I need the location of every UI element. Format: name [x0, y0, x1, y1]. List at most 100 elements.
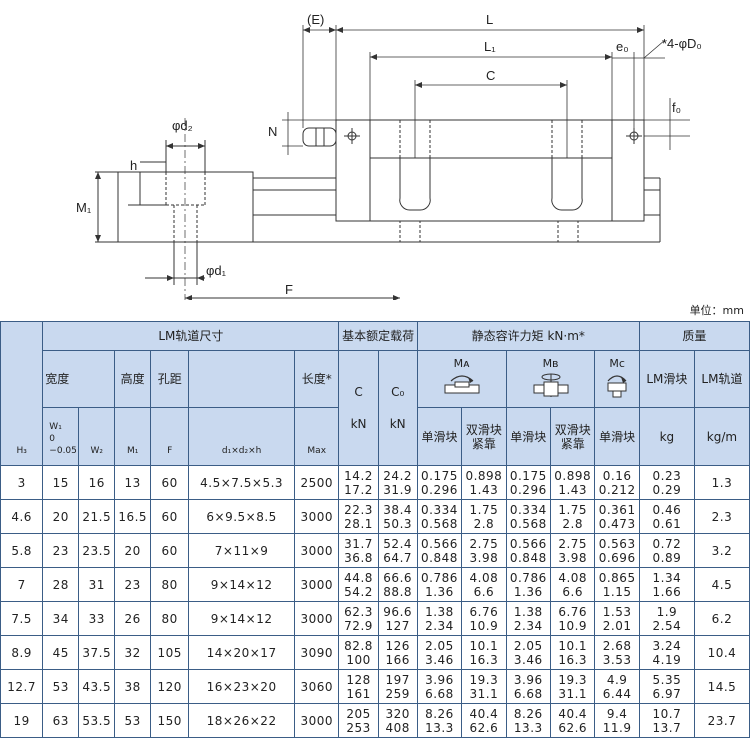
- sub-MA-single: 单滑块: [416, 407, 463, 466]
- cell-mc-line: 2.68: [602, 638, 632, 653]
- cell-w1: 45: [42, 635, 80, 670]
- cell-dims: 9×14×12: [188, 601, 295, 636]
- cell-c0-line: 197: [385, 672, 410, 687]
- header-moment-group: 静态容许力矩 kN·m*: [416, 321, 640, 351]
- cell-rail: 10.4: [693, 635, 750, 670]
- cell-ma2-line: 1.43: [469, 482, 499, 497]
- cell-rail: 6.2: [693, 601, 750, 636]
- label-D0: *4-φD₀: [662, 36, 702, 51]
- unit-F: F: [150, 407, 190, 466]
- cell-f: 60: [150, 465, 190, 500]
- header-C0-label: C₀: [391, 385, 405, 399]
- cell-c0-line: 31.9: [383, 482, 413, 497]
- cell-mc-line: 3.53: [602, 652, 632, 667]
- sub-MA-double-line2: 紧靠: [471, 436, 496, 451]
- cell-m1: 32: [114, 635, 152, 670]
- cell-dims: 7×11×9: [188, 533, 295, 568]
- label-e0: e₀: [616, 39, 629, 54]
- cell-dims: 14×20×17: [188, 635, 295, 670]
- cell-mb1-line: 0.568: [509, 516, 547, 531]
- label-L1: L₁: [484, 39, 496, 54]
- cell-ma2-line: 0.898: [465, 468, 503, 483]
- cell-c-line: 128: [346, 672, 371, 687]
- cell-w2: 16: [78, 465, 116, 500]
- cell-c0-line: 66.6: [383, 570, 413, 585]
- cell-h3: 7.5: [0, 601, 44, 636]
- cell-block-line: 1.34: [652, 570, 682, 585]
- cell-c0-line: 88.8: [383, 584, 413, 599]
- cell-ma2-line: 6.76: [469, 604, 499, 619]
- cell-mb2-line: 31.1: [558, 686, 588, 701]
- cell-block-line: 0.72: [652, 536, 682, 551]
- unit-kg: kg: [638, 407, 695, 466]
- cell-rail: 1.3: [693, 465, 750, 500]
- cell-mb2-line: 0.898: [554, 468, 592, 483]
- label-M1: M₁: [76, 200, 92, 215]
- cell-c-line: 31.7: [344, 536, 373, 551]
- cell-w1: 63: [42, 703, 80, 738]
- cell-mb2-line: 6.76: [558, 604, 588, 619]
- cell-max: 3000: [293, 601, 340, 636]
- spec-table: H₃ LM轨道尺寸 基本额定载荷 静态容许力矩 kN·m* 质量 宽度 高度 孔…: [0, 321, 750, 738]
- cell-f: 150: [150, 703, 190, 738]
- cell-block-line: 1.9: [656, 604, 678, 619]
- cell-h3: 3: [0, 465, 44, 500]
- header-pitch: 孔距: [150, 350, 190, 408]
- cell-mc-line: 0.16: [602, 468, 632, 483]
- cell-c-line: 36.8: [344, 550, 373, 565]
- cell-block-line: 2.54: [652, 618, 682, 633]
- header-dims-blank: [188, 350, 295, 408]
- cell-mb1-line: 0.334: [509, 502, 547, 517]
- cell-max: 3060: [293, 669, 340, 704]
- cell-mc-line: 0.865: [598, 570, 636, 585]
- header-C: C kN: [338, 350, 379, 466]
- cell-mb1-line: 2.05: [513, 638, 543, 653]
- label-h: h: [130, 158, 137, 173]
- cell-mb2-line: 16.3: [558, 652, 588, 667]
- cell-mb1-line: 1.36: [513, 584, 543, 599]
- unit-W1-name: W₁: [49, 422, 62, 432]
- cell-mc-line: 0.696: [598, 550, 636, 565]
- cell-ma1-line: 0.786: [421, 570, 458, 585]
- cell-c0-line: 320: [385, 706, 410, 721]
- cell-ma2-line: 10.1: [469, 638, 499, 653]
- cell-ma1-line: 0.566: [421, 536, 458, 551]
- cell-c0-line: 259: [385, 686, 410, 701]
- cell-ma1-line: 2.34: [425, 618, 454, 633]
- cell-ma2-line: 3.98: [469, 550, 499, 565]
- cell-ma1-line: 2.05: [425, 638, 454, 653]
- cell-mb2-line: 2.75: [558, 536, 588, 551]
- cell-w1: 28: [42, 567, 80, 602]
- cell-rail: 14.5: [693, 669, 750, 704]
- cell-mc-line: 0.361: [598, 502, 636, 517]
- cell-rail: 3.2: [693, 533, 750, 568]
- cell-mc-line: 1.53: [602, 604, 632, 619]
- cell-ma1-line: 1.36: [425, 584, 454, 599]
